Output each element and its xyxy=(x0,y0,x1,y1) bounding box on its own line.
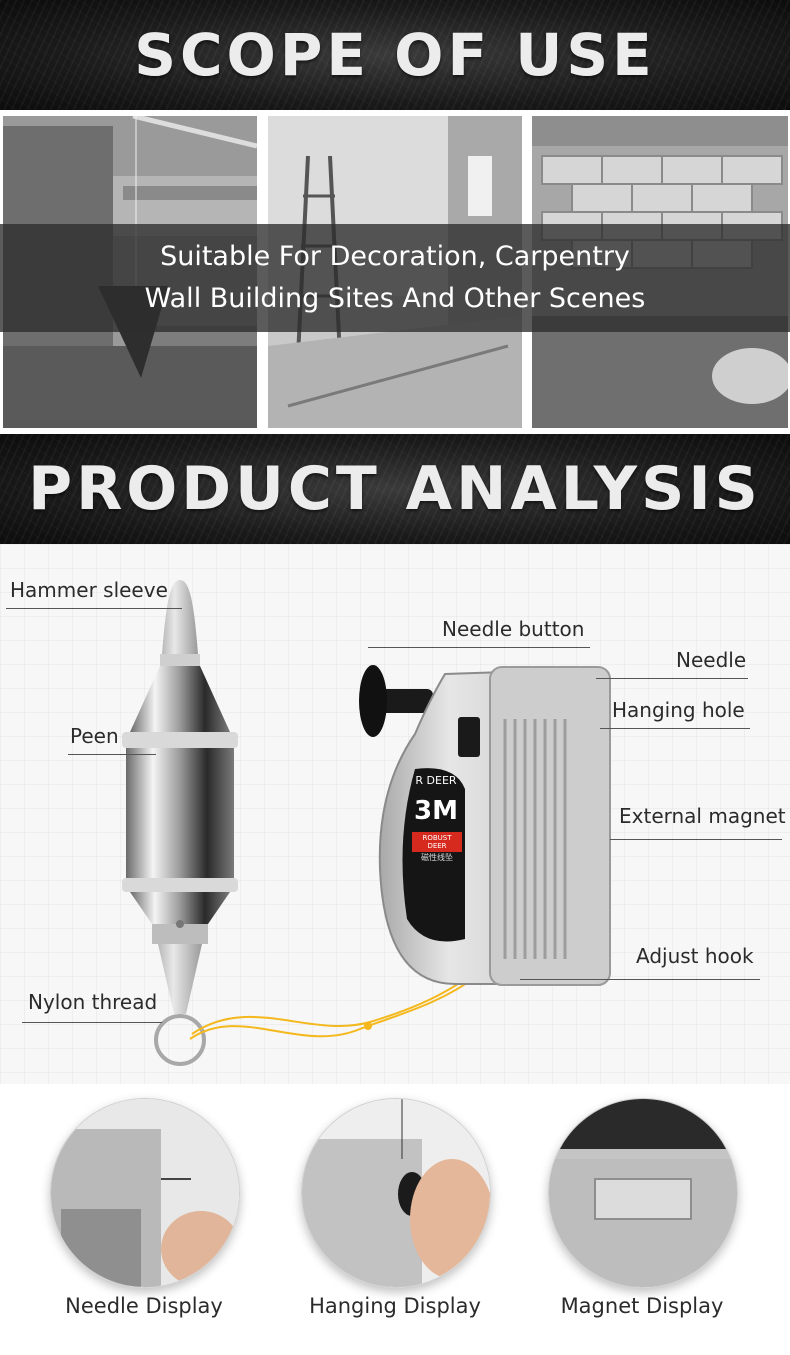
scope-caption-band: Suitable For Decoration, Carpentry Wall … xyxy=(0,224,790,332)
needle-display-illustration xyxy=(51,1099,239,1287)
label-hanging-hole: Hanging hole xyxy=(612,698,745,722)
leader-needle-button xyxy=(368,647,590,648)
scope-of-use-banner: SCOPE OF USE xyxy=(0,0,790,110)
product-analysis-title: PRODUCT ANALYSIS xyxy=(28,454,762,524)
label-nylon-thread: Nylon thread xyxy=(28,990,158,1014)
hanging-display-image xyxy=(301,1098,491,1288)
label-hammer-sleeve: Hammer sleeve xyxy=(10,578,168,602)
label-peen: Peen xyxy=(70,724,119,748)
magnetic-line-device-illustration xyxy=(359,665,611,986)
scope-caption-line-1: Suitable For Decoration, Carpentry xyxy=(160,241,630,272)
leader-hanging-hole xyxy=(600,728,750,729)
hanging-display-label: Hanging Display xyxy=(309,1294,481,1318)
product-analysis-banner: PRODUCT ANALYSIS xyxy=(0,434,790,544)
needle-display-label: Needle Display xyxy=(65,1294,223,1318)
label-adjust-hook: Adjust hook xyxy=(636,944,754,968)
device-sub-text: 磁性线坠 xyxy=(421,853,453,862)
magnet-display-image xyxy=(548,1098,738,1288)
device-model-text: ROBUST DEER xyxy=(412,832,462,852)
label-needle: Needle xyxy=(676,648,747,672)
leader-hammer-sleeve xyxy=(6,608,182,609)
leader-peen xyxy=(68,754,156,755)
scope-of-use-title: SCOPE OF USE xyxy=(134,21,656,89)
magnet-display-illustration xyxy=(549,1099,737,1287)
scope-caption-line-2: Wall Building Sites And Other Scenes xyxy=(144,283,646,314)
nylon-thread-line xyxy=(189,963,486,1040)
detail-displays: Needle Display Hanging Display Magnet Di… xyxy=(0,1084,790,1355)
magnet-display-label: Magnet Display xyxy=(560,1294,724,1318)
label-needle-button: Needle button xyxy=(442,617,585,641)
hanging-display-illustration xyxy=(302,1099,490,1287)
needle-display-image xyxy=(50,1098,240,1288)
plumb-bob-illustration xyxy=(122,580,238,1066)
device-size-text: 3M xyxy=(414,796,458,826)
device-brand-text: R DEER xyxy=(415,774,457,787)
leader-nylon-thread xyxy=(22,1022,162,1023)
leader-external-magnet xyxy=(610,839,782,840)
leader-needle xyxy=(596,678,748,679)
product-analysis-diagram: R DEER 3M ROBUST DEER 磁性线坠 Hammer sleeve… xyxy=(0,544,790,1084)
leader-adjust-hook xyxy=(520,979,760,980)
scene-photo-strip: Suitable For Decoration, Carpentry Wall … xyxy=(0,116,790,428)
label-external-magnet: External magnet xyxy=(619,804,786,828)
